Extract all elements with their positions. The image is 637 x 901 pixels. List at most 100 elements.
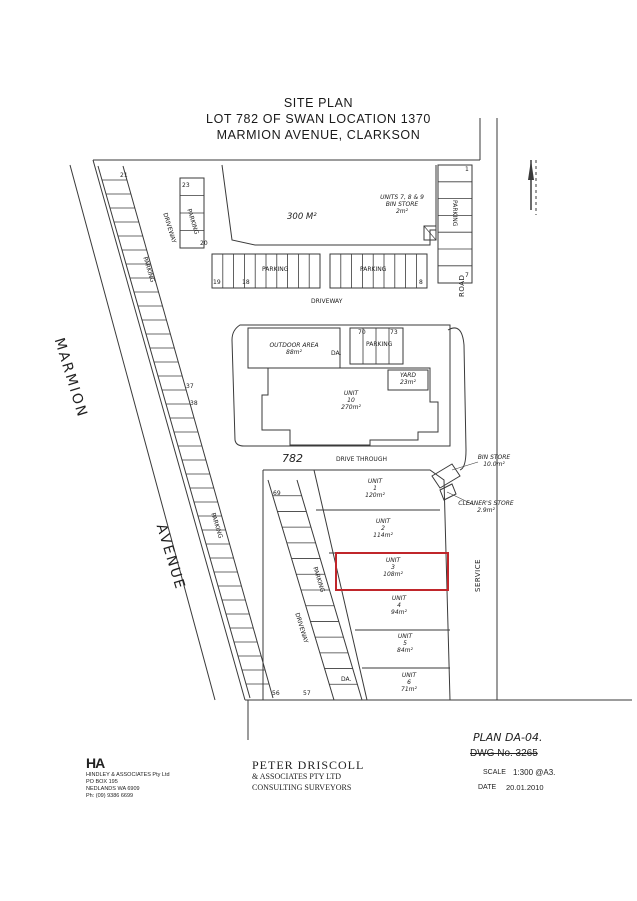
- unit-3-name: UNIT: [385, 557, 401, 564]
- unit-4-area: 94m²: [391, 609, 407, 616]
- unit-5-area: 84m²: [397, 647, 413, 654]
- hindley-logo: HA: [86, 755, 105, 771]
- unit-10-building: [261, 367, 439, 446]
- parking-label-row-a: PARKING: [262, 266, 289, 273]
- road-label-service: SERVICE: [474, 558, 482, 592]
- parking-small-block: [349, 327, 404, 365]
- bay-number: 56: [272, 690, 280, 697]
- lower-block-outline: [263, 469, 451, 701]
- hindley-name: HINDLEY & ASSOCIATES Pty Ltd: [86, 772, 170, 778]
- bay-number: 7: [465, 272, 469, 279]
- bay-number: 8: [419, 279, 423, 286]
- bay-number: 21: [120, 172, 128, 179]
- unit-6-number: 6: [407, 679, 411, 686]
- lower-parking-bays: [272, 495, 358, 685]
- bay-number: 57: [303, 690, 311, 697]
- lot-number-label: 782: [282, 452, 303, 465]
- cleaners-store-box: [439, 483, 457, 501]
- unit-2-area: 114m²: [373, 532, 393, 539]
- unit-6-area: 71m²: [401, 686, 417, 693]
- parking-row-b: [329, 253, 428, 289]
- parking-block-top-left-bays: [180, 195, 204, 231]
- parking-small-block-bays: [362, 328, 390, 364]
- scale-value: 1:300 @A3.: [513, 768, 556, 777]
- da-label-lower: DA.: [341, 676, 352, 683]
- outdoor-area-name: OUTDOOR AREA: [269, 342, 319, 349]
- date-value: 20.01.2010: [506, 783, 544, 792]
- unit-10-island: [231, 324, 451, 447]
- parking-row-bays: [222, 254, 417, 288]
- bin-store-right-box: [431, 463, 461, 489]
- west-boundary-line: [92, 159, 246, 701]
- unit-1-number: 1: [373, 485, 377, 492]
- parking-column-right: [437, 164, 473, 284]
- units-strip-west: [313, 469, 368, 701]
- bay-number: 69: [273, 490, 281, 497]
- drive-through-label: DRIVE THROUGH: [336, 456, 387, 463]
- marmion-avenue-edge: [69, 164, 216, 701]
- unit-5-name: UNIT: [397, 633, 413, 640]
- unit-10-label: UNIT 10 270m²: [326, 390, 376, 411]
- hindley-phone: Ph: (09) 9386 6699: [86, 793, 134, 799]
- bin-store-right-size: 10.0m²: [483, 461, 505, 468]
- cleaners-store-label: CLEANER'S STORE 2.9m²: [455, 500, 517, 514]
- da-label-small-block: DA.: [331, 350, 342, 357]
- bay-number: 19: [213, 279, 221, 286]
- unit-2-label: UNIT 2 114m²: [358, 518, 408, 539]
- unit-10-area: 270m²: [341, 404, 361, 411]
- unit-4-number: 4: [397, 602, 401, 609]
- bay-number: 18: [242, 279, 250, 286]
- bay-number: 37: [186, 383, 194, 390]
- bin-store-top-line3: 2m²: [395, 208, 409, 215]
- outdoor-area-label: OUTDOOR AREA 88m²: [254, 342, 334, 356]
- bin-store-right-label: BIN STORE 10.0m²: [469, 454, 519, 468]
- driveway-label-top: DRIVEWAY: [311, 298, 343, 305]
- unit-3-number: 3: [391, 564, 395, 571]
- curved-kerb: [447, 327, 467, 471]
- outdoor-area-size: 88m²: [286, 349, 302, 356]
- plan-lot-line: LOT 782 OF SWAN LOCATION 1370: [206, 112, 431, 126]
- bay-number: 20: [200, 240, 208, 247]
- yard-size: 23m²: [400, 379, 416, 386]
- unit-1-area: 120m²: [365, 492, 385, 499]
- driscoll-profession: CONSULTING SURVEYORS: [252, 783, 352, 792]
- unit-2-name: UNIT: [375, 518, 391, 525]
- bin-store-top-box: [423, 225, 437, 241]
- area-300-label: 300 M²: [287, 212, 317, 222]
- unit-3-highlight: [335, 552, 449, 591]
- scale-label: SCALE: [483, 769, 506, 776]
- yard-box: [387, 369, 429, 391]
- unit-2-number: 2: [381, 525, 385, 532]
- unit-1-label: UNIT 1 120m²: [350, 478, 400, 499]
- parking-label-row-b: PARKING: [360, 266, 387, 273]
- unit-3-label: UNIT 3 108m²: [368, 557, 418, 578]
- yard-name: YARD: [399, 372, 417, 379]
- unit-3-area: 108m²: [383, 571, 403, 578]
- unit-5-number: 5: [403, 640, 407, 647]
- unit-4-name: UNIT: [391, 595, 407, 602]
- yard-label: YARD 23m²: [391, 372, 425, 386]
- bin-store-top-label: UNITS 7, 8 & 9 BIN STORE 2m²: [372, 194, 432, 215]
- bay-number: 38: [190, 400, 198, 407]
- hindley-address-block: HINDLEY & ASSOCIATES Pty Ltd PO BOX 195 …: [86, 772, 170, 800]
- bin-store-top-hatch: [423, 225, 437, 241]
- unit-6-label: UNIT 6 71m²: [384, 672, 434, 693]
- hindley-suburb: NEDLANDS WA 6909: [86, 786, 140, 792]
- parking-column-right-bays: [438, 181, 472, 267]
- unit-4-label: UNIT 4 94m²: [374, 595, 424, 616]
- cleaners-store-name: CLEANER'S STORE: [458, 500, 514, 507]
- unit-6-name: UNIT: [401, 672, 417, 679]
- parking-label-small-block: PARKING: [366, 341, 393, 348]
- bin-store-top-line1: UNITS 7, 8 & 9: [380, 194, 424, 201]
- plan-title: SITE PLAN: [283, 96, 354, 110]
- date-label: DATE: [478, 784, 497, 791]
- unit-10-name: UNIT: [343, 390, 359, 397]
- parking-label-right-column: PARKING: [451, 200, 458, 227]
- north-arrow-head: [528, 160, 534, 180]
- driscoll-company: & ASSOCIATES PTY LTD: [252, 772, 341, 781]
- drawing-number: DWG No. 3265: [470, 748, 538, 759]
- unit-5-label: UNIT 5 84m²: [380, 633, 430, 654]
- cleaners-store-leader: [446, 491, 475, 506]
